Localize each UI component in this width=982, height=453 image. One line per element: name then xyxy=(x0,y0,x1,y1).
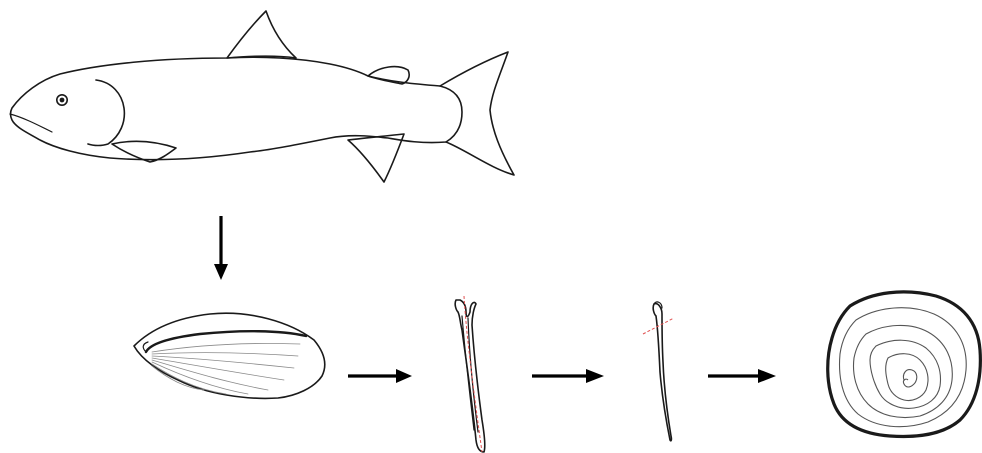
caudal-fin xyxy=(440,52,514,175)
anal-fin xyxy=(348,134,404,182)
gill-cover xyxy=(88,80,124,146)
annulus-4 xyxy=(886,354,928,401)
annulus-2 xyxy=(854,325,953,417)
leading-fin-ray xyxy=(146,331,306,352)
fin-rays xyxy=(152,343,300,394)
fish-illustration xyxy=(10,11,514,182)
cut-line xyxy=(643,318,674,334)
fish-pupil xyxy=(60,98,65,103)
adipose-fin xyxy=(368,67,409,84)
cross-section-outline xyxy=(828,292,981,437)
fin-ray-cut-illustration xyxy=(643,302,674,441)
dorsal-fin xyxy=(227,11,296,58)
arrow-right-3 xyxy=(708,369,776,383)
fin-ray-outer xyxy=(455,300,485,452)
arrow-right-2 xyxy=(532,369,604,383)
fin-illustration xyxy=(134,313,325,398)
arrow-right-1 xyxy=(348,369,412,383)
fish-body xyxy=(11,57,463,159)
arrow-down xyxy=(214,216,228,280)
annuli-cross-section xyxy=(828,292,981,437)
fish-mouth xyxy=(10,114,52,132)
fin-ray-sectioned-illustration xyxy=(455,296,485,452)
annulus-core xyxy=(903,370,916,387)
annulus-3 xyxy=(870,340,940,408)
